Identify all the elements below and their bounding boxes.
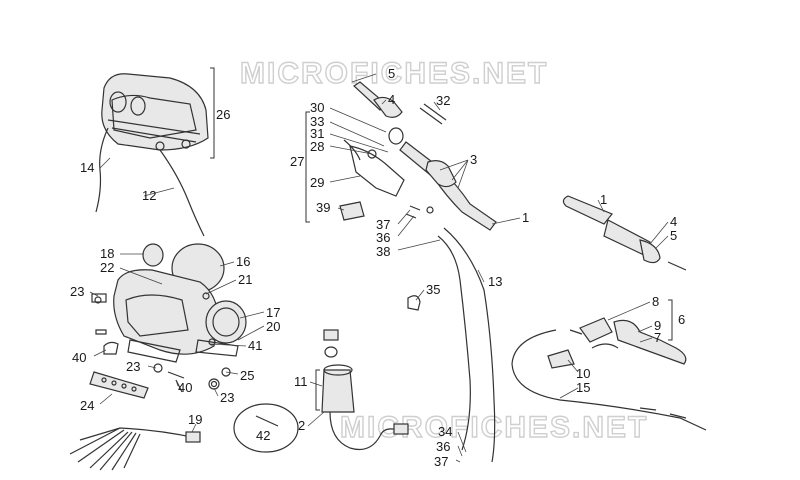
ignition-switch-2 — [321, 329, 409, 451]
bracket-11 — [315, 369, 320, 411]
callout-15: 15 — [576, 380, 590, 395]
callout-30: 30 — [310, 100, 324, 115]
wiring-harness-19 — [69, 427, 201, 471]
callout-32: 32 — [436, 93, 450, 108]
brake-lever-assembly — [547, 317, 687, 369]
cable-end-15 — [639, 407, 687, 419]
callout-23-b: 23 — [126, 359, 140, 374]
callout-27: 27 — [290, 154, 304, 169]
callout-31: 31 — [310, 126, 324, 141]
callout-24: 24 — [80, 398, 94, 413]
callout-18: 18 — [100, 246, 114, 261]
callout-33: 33 — [310, 114, 324, 129]
leader-lines — [89, 73, 669, 463]
callout-4: 4 — [388, 92, 395, 107]
callout-14: 14 — [80, 160, 94, 175]
callout-2: 2 — [298, 418, 305, 433]
bracket-6 — [668, 299, 673, 341]
callout-25: 25 — [240, 368, 254, 383]
cable-38 — [437, 235, 471, 451]
callout-23-c: 23 — [220, 390, 234, 405]
callout-1: 1 — [522, 210, 529, 225]
callout-19: 19 — [188, 412, 202, 427]
callout-37-b: 37 — [434, 454, 448, 469]
connector-block-24 — [89, 371, 149, 399]
cable-15 — [511, 329, 707, 431]
callout-42: 42 — [256, 428, 270, 443]
watermark-bottom: MICROFICHES.NET — [340, 411, 648, 444]
cable-13 — [443, 227, 496, 463]
callout-37: 37 — [376, 217, 390, 232]
callout-16: 16 — [236, 254, 250, 269]
callout-20: 20 — [266, 319, 280, 334]
callout-40: 40 — [72, 350, 86, 365]
callout-34: 34 — [438, 424, 452, 439]
bracket-27 — [305, 111, 310, 223]
instrument-cluster-lower — [113, 243, 247, 363]
callout-39: 39 — [316, 200, 330, 215]
grip-right — [562, 195, 687, 271]
callout-1-b: 1 — [600, 192, 607, 207]
bulb-circle-42 — [233, 403, 299, 453]
cable-12 — [159, 149, 205, 237]
callout-41: 41 — [248, 338, 262, 353]
bulb-42 — [255, 415, 279, 427]
callout-38: 38 — [376, 244, 390, 259]
callout-12: 12 — [142, 188, 156, 203]
instrument-housing-top — [101, 73, 209, 151]
callout-28: 28 — [310, 139, 324, 154]
cable-14 — [95, 127, 109, 213]
callout-21: 21 — [238, 272, 252, 287]
callout-22: 22 — [100, 260, 114, 275]
callout-11: 11 — [294, 374, 308, 389]
callout-5-b: 5 — [670, 228, 677, 243]
watermark-top: MICROFICHES.NET — [240, 57, 548, 90]
callout-13: 13 — [488, 274, 502, 289]
callout-23: 23 — [70, 284, 84, 299]
callout-4-b: 4 — [670, 214, 677, 229]
callout-8: 8 — [652, 294, 659, 309]
callout-7: 7 — [654, 330, 661, 345]
callout-10: 10 — [576, 366, 590, 381]
bracket-26 — [210, 67, 215, 159]
callout-9: 9 — [654, 318, 661, 333]
callout-40-b: 40 — [178, 380, 192, 395]
callout-36-b: 36 — [436, 439, 450, 454]
callout-labels: 5 4 32 30 33 31 28 27 29 39 3 1 37 36 38… — [70, 66, 685, 469]
small-bulb-parts — [91, 293, 231, 393]
callout-35: 35 — [426, 282, 440, 297]
callout-29: 29 — [310, 175, 324, 190]
callout-17: 17 — [266, 305, 280, 320]
callout-6: 6 — [678, 312, 685, 327]
callout-36: 36 — [376, 230, 390, 245]
callout-26: 26 — [216, 107, 230, 122]
callout-5: 5 — [388, 66, 395, 81]
callout-3: 3 — [470, 152, 477, 167]
